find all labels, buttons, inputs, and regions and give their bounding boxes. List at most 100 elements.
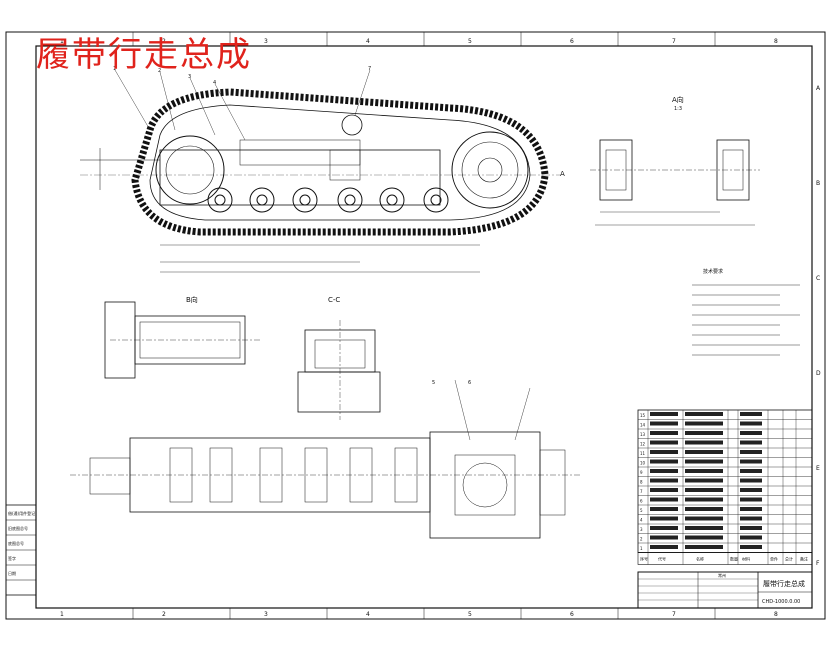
- part-row-number: 7: [640, 489, 643, 494]
- roller-section-left: [605, 149, 627, 191]
- track-roller: [249, 187, 275, 213]
- parts-header-cell: 序号: [640, 556, 648, 562]
- plan-end-cap: [539, 449, 566, 516]
- title-block-company: 常州: [718, 572, 726, 578]
- part-balloon-number: 6: [468, 380, 471, 386]
- side-strip: [5, 504, 37, 596]
- part-material-text: [740, 459, 762, 464]
- part-name-text: [685, 497, 723, 502]
- part-material-text: [740, 516, 762, 521]
- track-chain-outer: [131, 88, 549, 236]
- roller-section-right: [722, 149, 744, 191]
- zone-number-top: 1: [60, 38, 64, 45]
- section-view-a: [590, 139, 760, 226]
- zone-number-top: 6: [570, 38, 574, 45]
- track-section-left: [599, 139, 633, 201]
- part-material-text: [740, 488, 762, 492]
- track-rollers: [207, 187, 449, 213]
- leader-line: [354, 69, 371, 116]
- part-row-number: 13: [640, 432, 646, 437]
- part-material-text: [740, 421, 762, 426]
- part-material-text: [740, 478, 762, 483]
- part-row-number: 4: [640, 518, 643, 523]
- plan-roller: [209, 447, 233, 503]
- part-code-text: [650, 431, 678, 435]
- part-code-text: [650, 469, 678, 473]
- spring-box: [329, 149, 361, 181]
- track-roller: [207, 187, 233, 213]
- plan-view: [70, 379, 580, 539]
- part-code-text: [650, 535, 678, 540]
- zone-number-top: 7: [672, 38, 676, 45]
- zone-letter-right: F: [816, 560, 820, 567]
- part-code-text: [650, 478, 678, 483]
- track-roller-axle: [430, 194, 442, 206]
- part-material-text: [740, 535, 762, 540]
- part-row-number: 2: [640, 537, 643, 542]
- part-name-text: [685, 545, 723, 549]
- section-view-b: [104, 301, 260, 379]
- part-code-text: [650, 459, 678, 464]
- zone-number-top: 5: [468, 38, 472, 45]
- part-row-number: 8: [640, 480, 643, 485]
- crawler-side-view: [80, 69, 560, 273]
- parts-header-cell: 单件: [770, 556, 778, 562]
- part-material-text: [740, 450, 762, 454]
- zone-number-bottom: 5: [468, 611, 472, 618]
- plan-roller: [394, 447, 418, 503]
- track-roller: [337, 187, 363, 213]
- part-row-number: 10: [640, 461, 646, 466]
- zone-number-bottom: 1: [60, 611, 64, 618]
- plan-roller: [169, 447, 193, 503]
- part-name-text: [685, 535, 723, 540]
- plan-front-mount: [89, 457, 131, 495]
- parts-header-cell: 名称: [696, 556, 704, 562]
- part-row-number: 3: [640, 527, 643, 532]
- drawing-title: 履带行走总成: [36, 35, 252, 75]
- part-name-text: [685, 469, 723, 473]
- parts-header-cell: 材料: [742, 556, 750, 562]
- part-material-text: [740, 507, 762, 511]
- zone-number-top: 3: [264, 38, 268, 45]
- section-view-c: [297, 320, 381, 420]
- plan-drive-housing: [429, 431, 541, 539]
- leader-line: [214, 83, 246, 141]
- zone-number-bottom: 4: [366, 611, 370, 618]
- zone-letter-right: E: [816, 465, 820, 472]
- parts-header-cell: 备注: [800, 556, 808, 562]
- part-code-text: [650, 545, 678, 549]
- part-material-text: [740, 431, 762, 435]
- leader-line: [514, 387, 531, 441]
- zone-number-bottom: 8: [774, 611, 778, 618]
- track-roller: [292, 187, 318, 213]
- part-balloon-number: 3: [188, 74, 191, 80]
- side-strip-label: 借(通)用件登记: [8, 510, 35, 516]
- side-strip-label: 底图总号: [8, 540, 24, 546]
- part-name-text: [685, 526, 723, 530]
- part-row-number: 11: [640, 451, 646, 456]
- title-block-name: 履带行走总成: [763, 579, 805, 588]
- track-frame: [159, 149, 441, 206]
- part-row-number: 14: [640, 423, 646, 428]
- zone-number-bottom: 6: [570, 611, 574, 618]
- notes-title: 技术要求: [703, 268, 723, 275]
- part-code-text: [650, 412, 678, 416]
- zone-letter-right: D: [816, 370, 821, 377]
- part-name-text: [685, 459, 723, 464]
- plan-rollers: [169, 447, 418, 503]
- track-roller: [379, 187, 405, 213]
- side-strip-label: 签字: [8, 555, 16, 561]
- part-balloon-number: 7: [368, 66, 371, 72]
- part-material-text: [740, 469, 762, 473]
- outer-frame: [5, 31, 826, 620]
- view-a-arrow-label: A: [560, 170, 565, 178]
- zone-letter-right: C: [816, 275, 820, 282]
- drive-sprocket-center: [477, 157, 503, 183]
- part-name-text: [685, 450, 723, 454]
- technical-notes: [692, 284, 800, 356]
- part-name-text: [685, 431, 723, 435]
- part-material-text: [740, 545, 762, 549]
